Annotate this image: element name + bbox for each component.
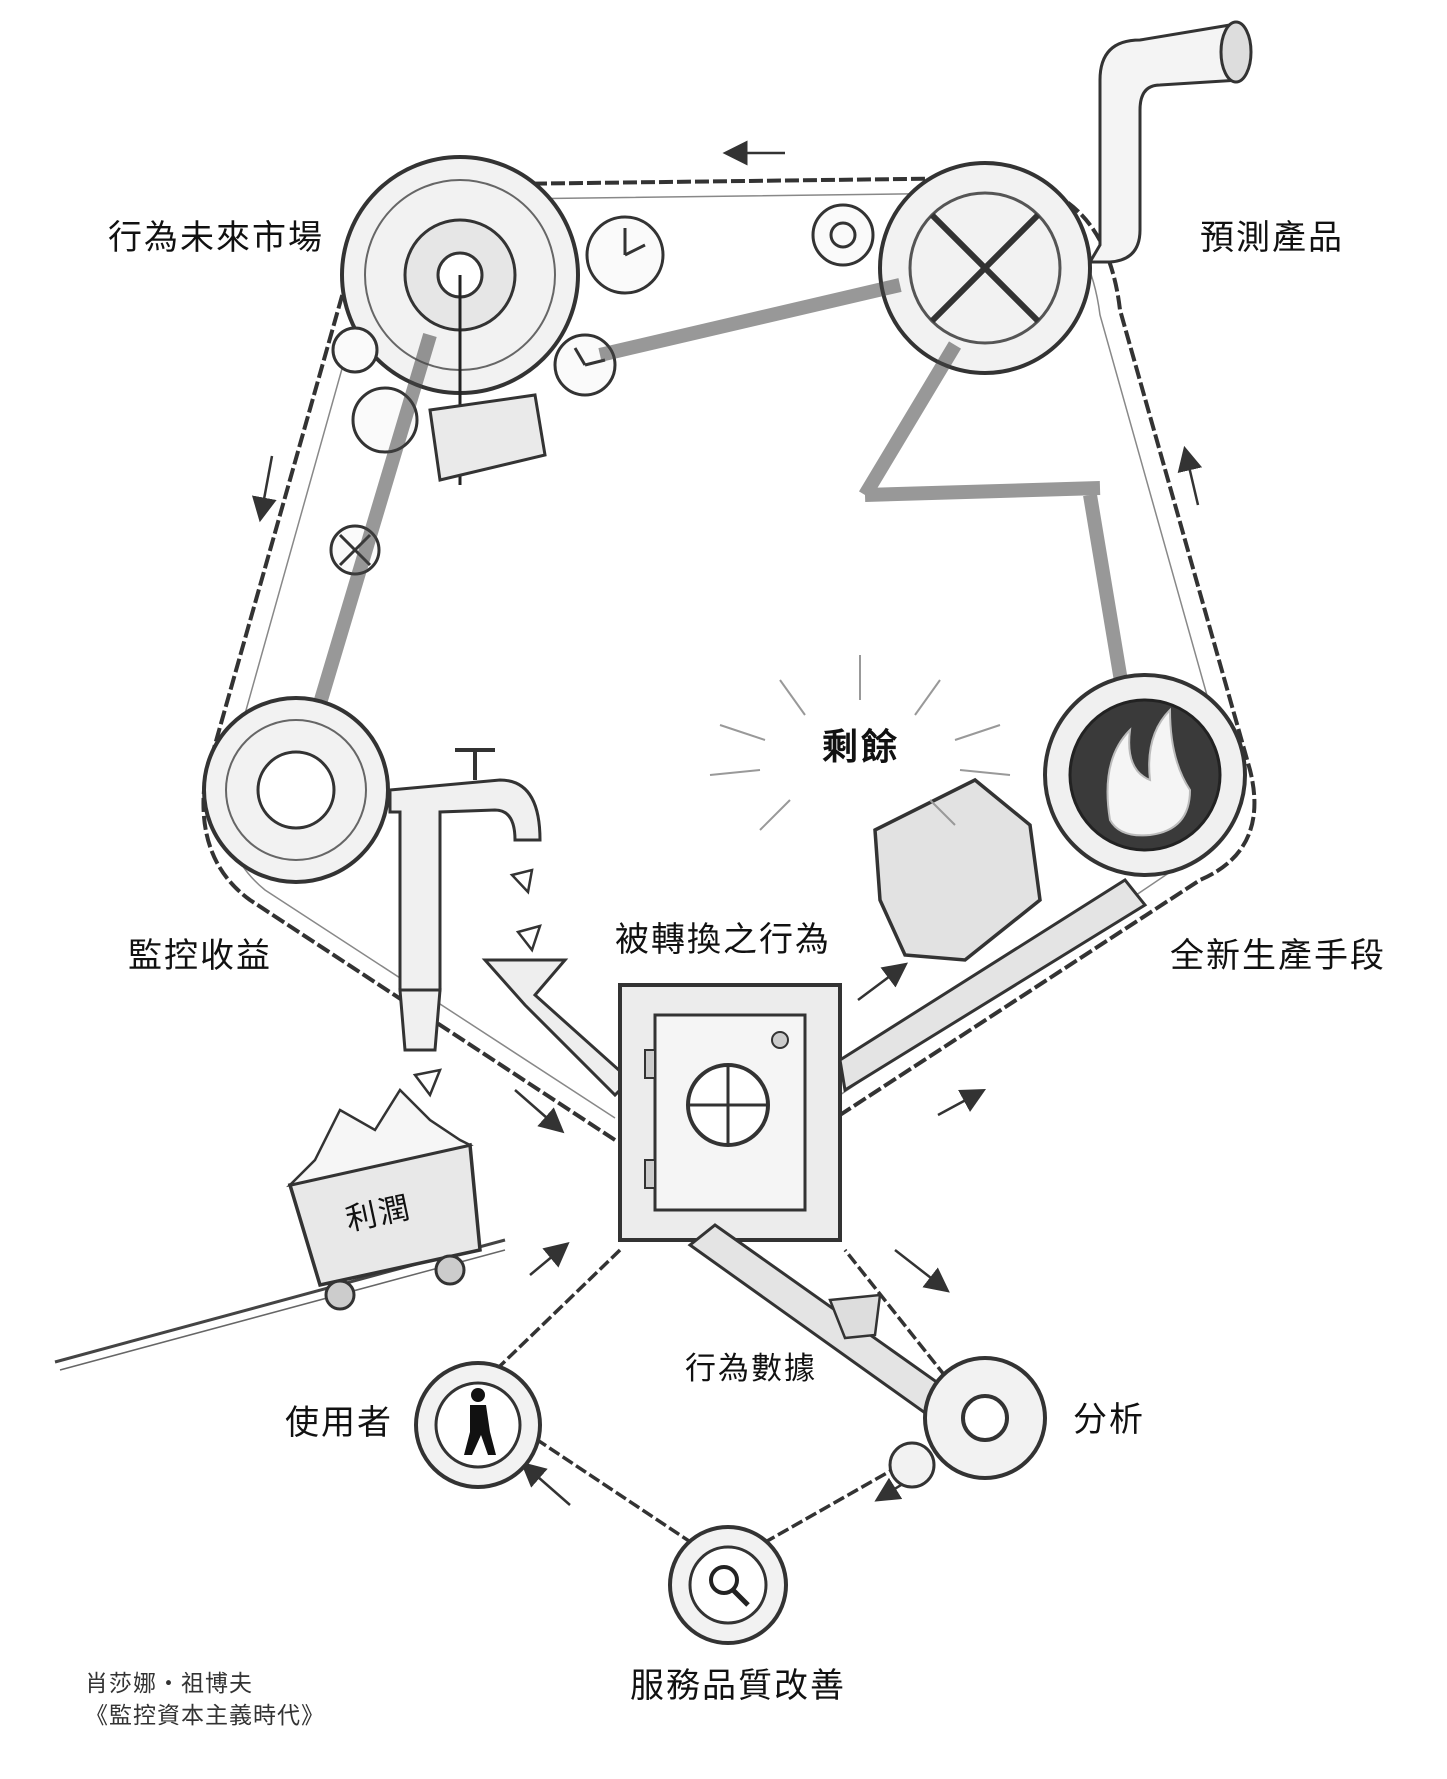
label-service-improvement: 服務品質改善 (630, 1666, 846, 1706)
meter-dial (428, 393, 547, 482)
label-new-means-of-production: 全新生產手段 (1170, 936, 1386, 976)
analysis-gear (888, 1356, 1047, 1489)
prediction-gear (878, 161, 1092, 375)
credit-book: 《監控資本主義時代》 (85, 1703, 325, 1729)
faucet (388, 778, 542, 992)
vault-safe (618, 983, 842, 1242)
credit-block: 肖莎娜・祖博夫 《監控資本主義時代》 (85, 1668, 325, 1732)
funnel (481, 958, 633, 1098)
label-user: 使用者 (285, 1403, 393, 1443)
market-gear (340, 155, 580, 485)
label-surveillance-revenue: 監控收益 (128, 936, 272, 976)
furnace-gear (1043, 673, 1247, 877)
shopping-cart-icon (828, 1293, 882, 1340)
service-gear (668, 1525, 788, 1645)
profit-mine-cart (286, 1088, 482, 1311)
conversion-machine (873, 777, 1042, 962)
user-gear (414, 1361, 542, 1489)
label-analysis: 分析 (1073, 1400, 1145, 1440)
clock-icons (329, 203, 875, 576)
lower-conveyor-belt (467, 1248, 983, 1568)
linkage-arms (308, 278, 1157, 857)
diamond-icons (412, 868, 542, 1098)
periscope-pipe (1087, 23, 1242, 264)
surplus-burst-rays (709, 655, 1011, 831)
label-behavior-futures-market: 行為未來市場 (108, 218, 324, 258)
revenue-gear (202, 696, 390, 884)
label-behavioral-data: 行為數據 (685, 1351, 817, 1387)
label-prediction-products: 預測產品 (1200, 218, 1344, 258)
chain-conveyors (687, 878, 1148, 1423)
belt-direction-arrows (251, 140, 1203, 1506)
label-surplus: 剩餘 (822, 727, 901, 768)
label-converted-behavior: 被轉換之行為 (615, 920, 831, 960)
credit-author: 肖莎娜・祖博夫 (85, 1671, 253, 1697)
